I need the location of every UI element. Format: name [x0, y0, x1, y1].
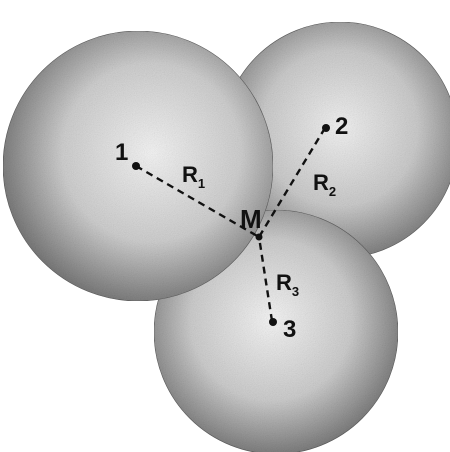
center-dot-2: [322, 124, 330, 132]
center-dot-1: [132, 162, 140, 170]
radius-label-1: R1: [182, 162, 205, 191]
center-dot-3: [269, 318, 277, 326]
center-label-1: 1: [115, 139, 128, 166]
radius-line-3: [257, 236, 274, 322]
radius-line-2: [257, 127, 327, 238]
meeting-point-dot: [255, 233, 263, 241]
center-label-2: 2: [335, 113, 348, 140]
center-label-3: 3: [283, 316, 296, 343]
radius-label-2: R2: [313, 170, 336, 199]
radius-label-3: R3: [276, 270, 299, 299]
meeting-point-label: M: [240, 204, 262, 234]
